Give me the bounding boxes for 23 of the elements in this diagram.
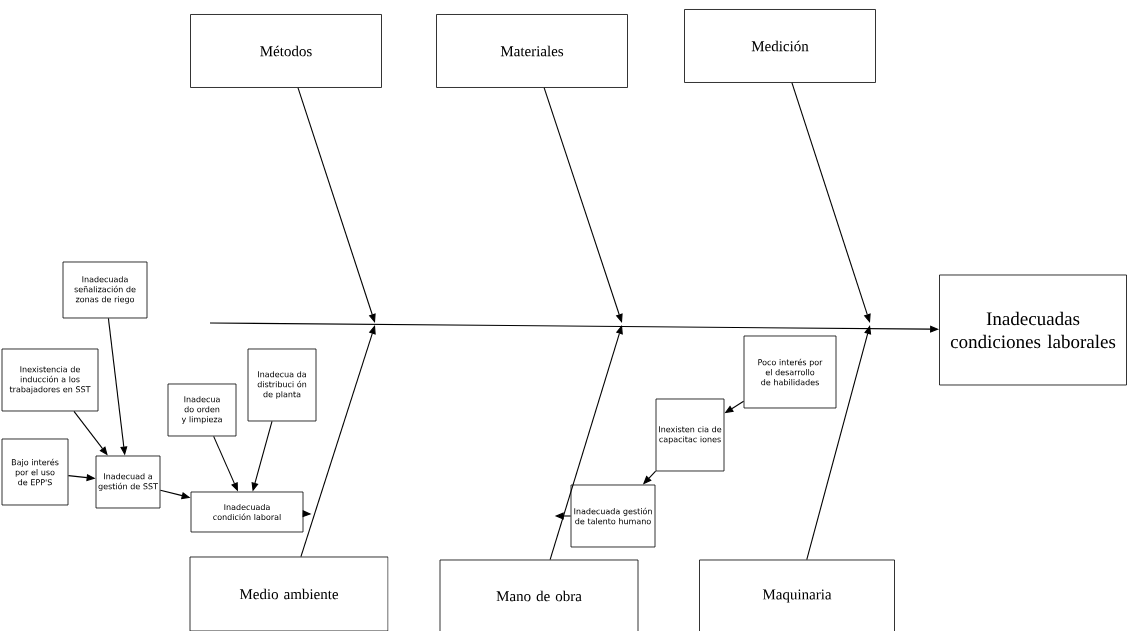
category-box: Materiales <box>436 14 628 88</box>
category-box: Mano de obra <box>439 559 639 631</box>
category-box: Maquinaria <box>699 559 895 631</box>
arrow <box>300 325 376 558</box>
arrow <box>791 82 871 323</box>
cause-box: Inadecuada condición laboral <box>190 491 304 533</box>
cause-box: Inadecuada gestión de talento humano <box>570 484 656 548</box>
cause-box: Inadecua do orden y limpieza <box>167 383 237 437</box>
cause-box: Bajo interés por el uso de EPP'S <box>1 438 69 506</box>
category-box: Métodos <box>190 14 382 88</box>
arrow <box>543 87 623 323</box>
cause-box: Inadecuad a gestión de SST <box>95 455 161 509</box>
effect-box: Inadecuadas condiciones laborales <box>939 274 1127 386</box>
cause-box: Inadecuada señalización de zonas de riego <box>62 261 148 319</box>
arrow <box>297 87 376 323</box>
cause-box: Inexistencia de inducción a los trabajadores en SST <box>1 348 99 412</box>
cause-box: Inadecua da distribuci ón de planta <box>247 348 317 422</box>
category-box: Medio ambiente <box>189 556 389 631</box>
cause-box: Poco interés por el desarrollo de habilidades <box>743 335 837 409</box>
cause-box: Inexisten cia de capacitac iones <box>655 398 725 472</box>
arrow <box>806 325 872 561</box>
category-box: Medición <box>684 9 876 83</box>
arrow <box>549 325 623 561</box>
